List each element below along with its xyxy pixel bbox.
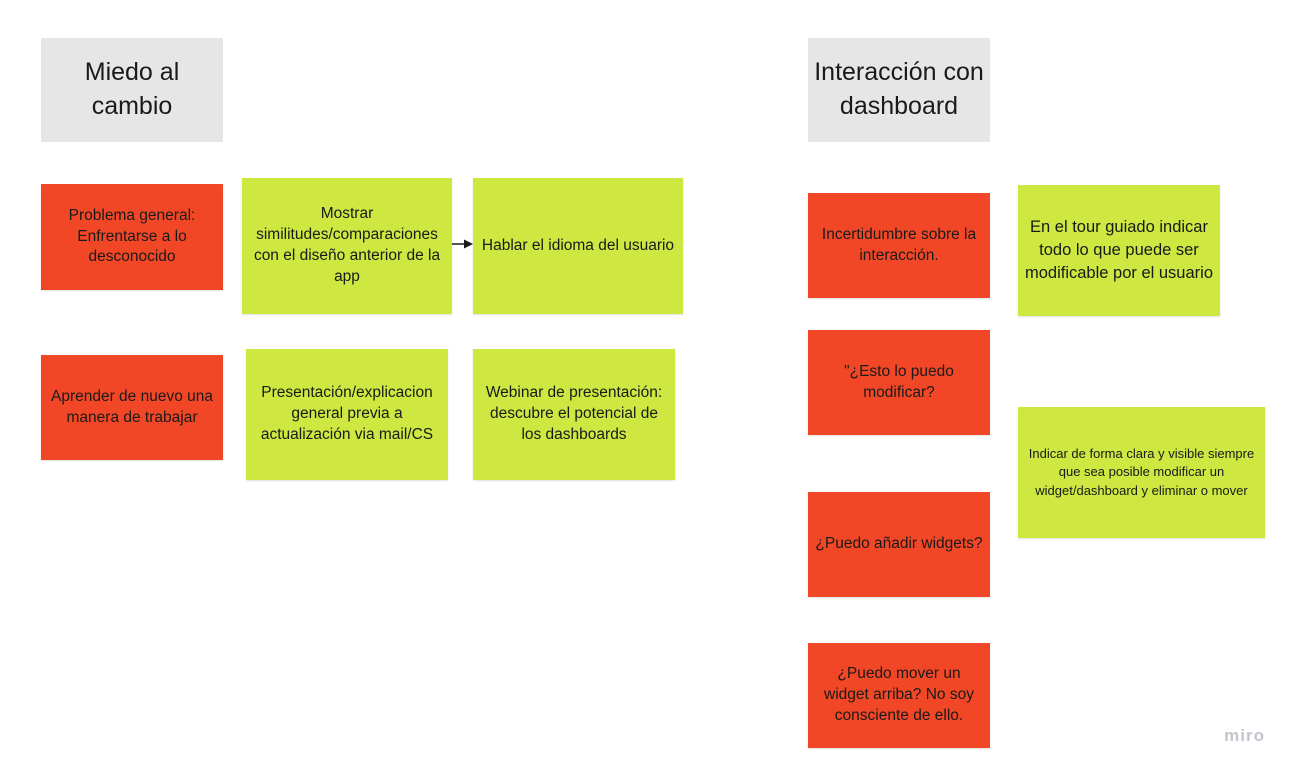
- sticky-note-text: Webinar de presentación: descubre el pot…: [485, 384, 663, 443]
- sticky-note-text: Problema general: Enfrentarse a lo desco…: [68, 206, 196, 266]
- sticky-note-uncertainty[interactable]: Incertidumbre sobre la interacción.: [808, 193, 990, 298]
- group-header-label: Miedo al cambio: [84, 58, 180, 120]
- sticky-note-text: Presentación/explicacion general previa …: [260, 384, 434, 443]
- sticky-note-add-widgets[interactable]: ¿Puedo añadir widgets?: [808, 492, 990, 597]
- sticky-note-webinar[interactable]: Webinar de presentación: descubre el pot…: [473, 349, 675, 480]
- sticky-note-text: ¿Puedo añadir widgets?: [815, 535, 983, 553]
- sticky-note-text: ¿Puedo mover un widget arriba? No soy co…: [824, 665, 974, 724]
- sticky-note-speak-language[interactable]: Hablar el idioma del usuario: [473, 178, 683, 314]
- sticky-note-show-similarities[interactable]: Mostrar similitudes/comparaciones con el…: [242, 178, 452, 314]
- sticky-note-text: "¿Esto lo puedo modificar?: [844, 362, 954, 401]
- sticky-note-text: En el tour guiado indicar todo lo que pu…: [1024, 217, 1214, 283]
- group-header-miedo-al-cambio[interactable]: Miedo al cambio: [41, 38, 223, 142]
- sticky-note-guided-tour[interactable]: En el tour guiado indicar todo lo que pu…: [1018, 185, 1220, 316]
- connector-arrow[interactable]: [452, 238, 474, 250]
- group-header-interaccion-dashboard[interactable]: Interacción con dashboard: [808, 38, 990, 142]
- sticky-note-text: Mostrar similitudes/comparaciones con el…: [253, 205, 441, 285]
- sticky-note-text: Incertidumbre sobre la interacción.: [821, 225, 977, 264]
- sticky-note-can-modify[interactable]: "¿Esto lo puedo modificar?: [808, 330, 990, 435]
- group-header-label: Interacción con dashboard: [814, 58, 984, 120]
- sticky-note-presentation-prior[interactable]: Presentación/explicacion general previa …: [246, 349, 448, 480]
- sticky-note-text: Aprender de nuevo una manera de trabajar: [50, 387, 214, 426]
- miro-logo: miro: [1224, 726, 1265, 745]
- sticky-note-move-widget[interactable]: ¿Puedo mover un widget arriba? No soy co…: [808, 643, 990, 748]
- sticky-note-text: Indicar de forma clara y visible siempre…: [1028, 446, 1255, 498]
- sticky-note-problem-general[interactable]: Problema general: Enfrentarse a lo desco…: [41, 184, 223, 290]
- sticky-note-indicate-clearly[interactable]: Indicar de forma clara y visible siempre…: [1018, 407, 1265, 538]
- sticky-note-text: Hablar el idioma del usuario: [481, 236, 675, 254]
- sticky-note-learn-new-way[interactable]: Aprender de nuevo una manera de trabajar: [41, 355, 223, 460]
